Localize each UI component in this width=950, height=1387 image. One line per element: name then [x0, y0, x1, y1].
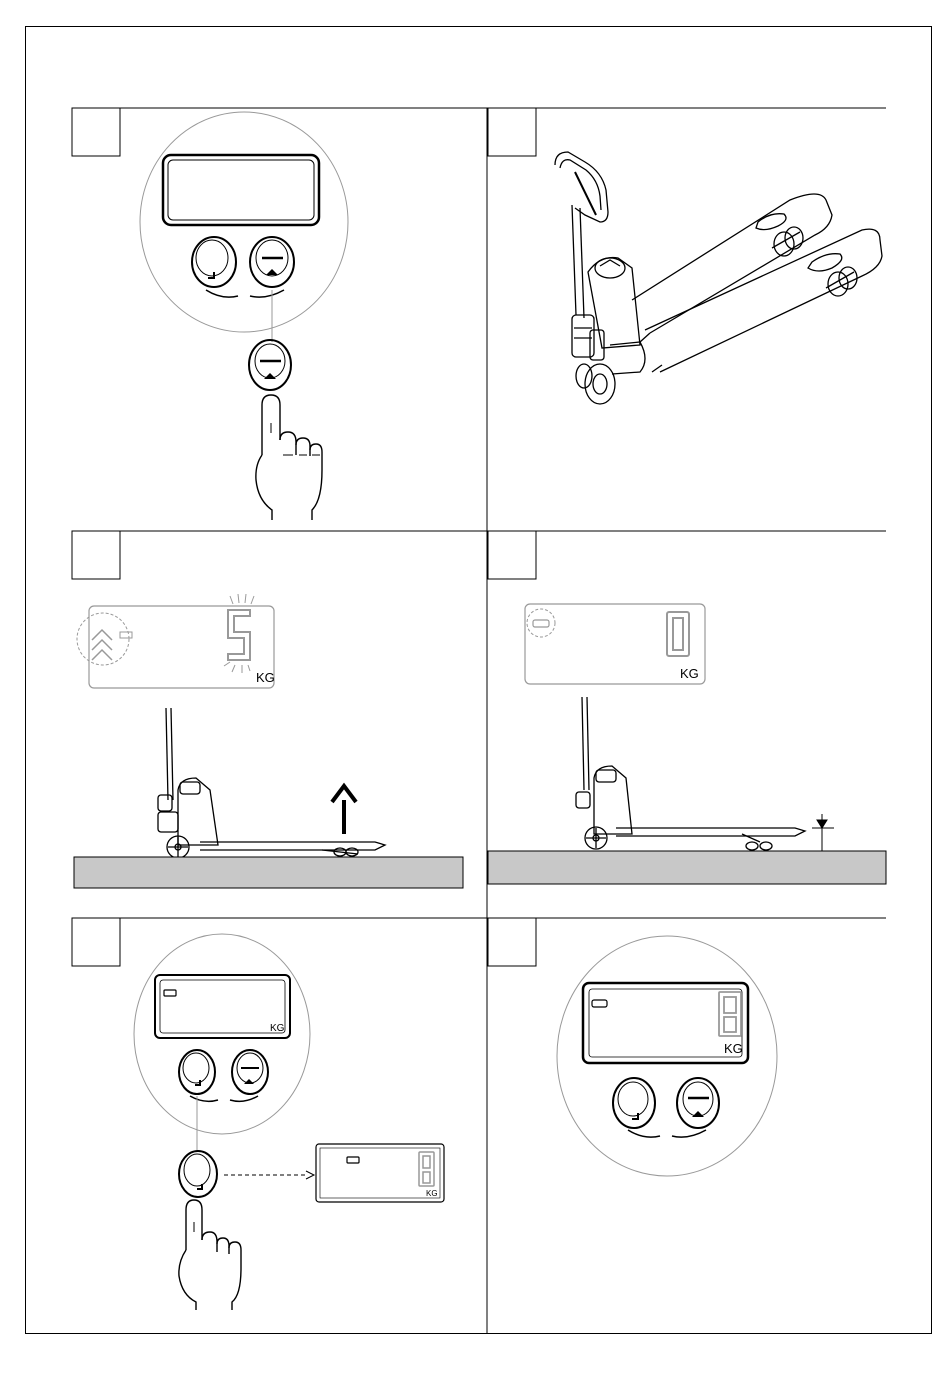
unit-label: KG	[724, 1041, 743, 1056]
tare-button	[677, 1078, 719, 1128]
zero-digit	[719, 992, 741, 1036]
lcd-display: KG	[583, 983, 748, 1063]
battery-icon	[592, 1000, 607, 1007]
enter-button	[613, 1078, 655, 1128]
